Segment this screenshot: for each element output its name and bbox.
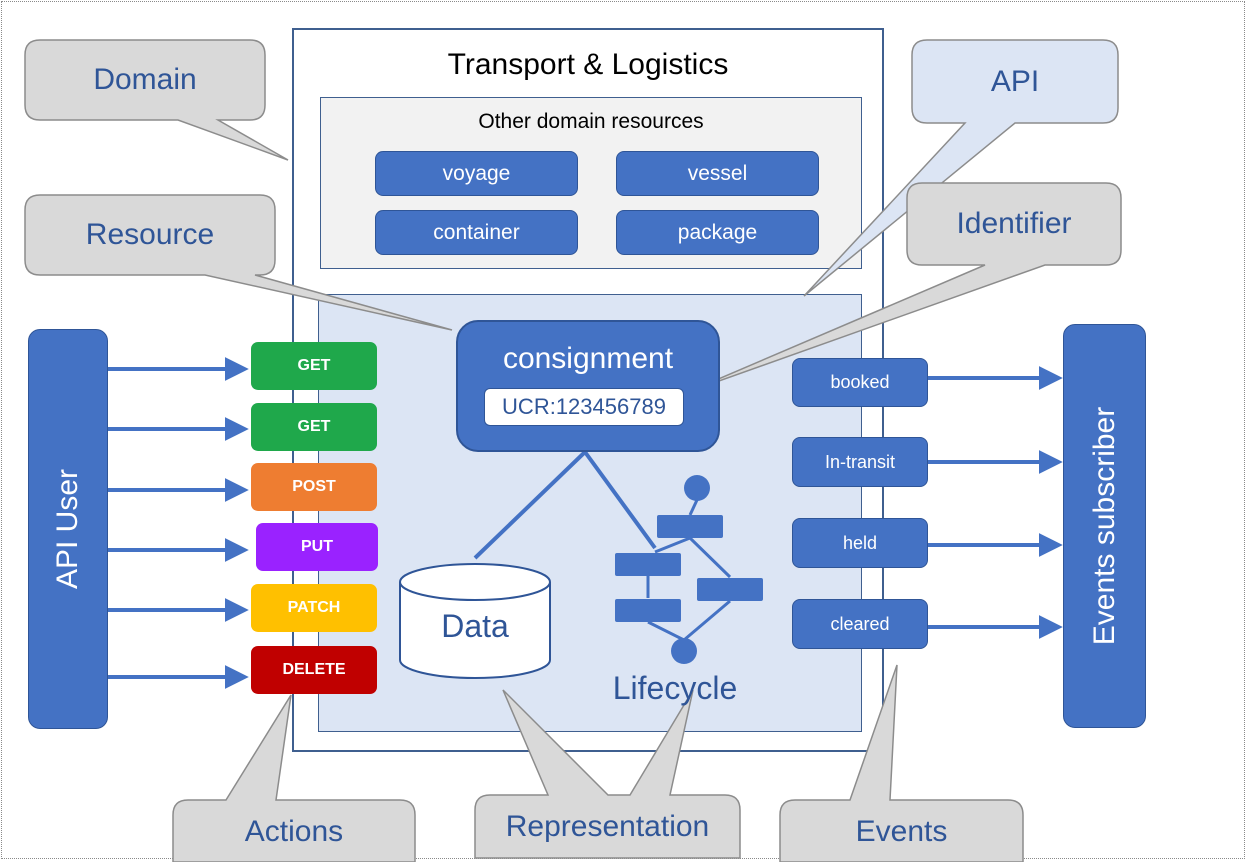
- event-in-transit[interactable]: In-transit: [792, 437, 928, 487]
- action-post-button[interactable]: POST: [251, 463, 377, 511]
- consignment-resource[interactable]: [456, 320, 720, 452]
- consignment-label: consignment: [502, 342, 674, 375]
- callout-events-label: Events: [855, 815, 948, 848]
- event-cleared[interactable]: cleared: [792, 599, 928, 649]
- other-resources-title: Other domain resources: [478, 110, 704, 133]
- action-get-button[interactable]: GET: [251, 342, 377, 390]
- action-get-button[interactable]: GET: [251, 403, 377, 451]
- connector-lifecycle: [583, 450, 657, 550]
- resource-chip-package[interactable]: package: [616, 210, 819, 255]
- event-booked[interactable]: booked: [792, 358, 928, 407]
- action-patch-button[interactable]: PATCH: [251, 584, 377, 632]
- lifecycle-label: Lifecycle: [612, 669, 738, 706]
- event-arrows: [928, 366, 1063, 639]
- identifier-field: UCR:123456789: [484, 388, 684, 426]
- callout-identifier-label: Identifier: [956, 207, 1072, 240]
- data-store-cylinder: [399, 563, 551, 679]
- action-delete-button[interactable]: DELETE: [251, 646, 377, 694]
- callout-domain: [24, 39, 289, 161]
- resource-chip-voyage[interactable]: voyage: [375, 151, 578, 196]
- callout-identifier: [687, 182, 1122, 393]
- events-subscriber-label: Events subscriber: [1087, 406, 1121, 646]
- callout-events: [779, 664, 1024, 862]
- action-put-button[interactable]: PUT: [256, 523, 378, 571]
- callout-domain-label: Domain: [93, 63, 197, 96]
- callout-actions: [172, 694, 416, 862]
- callout-resource: [24, 194, 453, 331]
- api-user-label: API User: [51, 468, 84, 590]
- data-label: Data: [441, 607, 509, 644]
- resource-chip-container[interactable]: container: [375, 210, 578, 255]
- callout-resource-label: Resource: [85, 218, 215, 251]
- api-user-bar[interactable]: API User: [28, 329, 108, 729]
- lifecycle-flow: [615, 475, 763, 664]
- callout-representation: [474, 689, 741, 859]
- callout-representation-label: Representation: [505, 810, 710, 843]
- resource-chip-vessel[interactable]: vessel: [616, 151, 819, 196]
- event-held[interactable]: held: [792, 518, 928, 568]
- action-arrows: [108, 357, 249, 689]
- callout-api-label: API: [990, 64, 1040, 98]
- connector-data: [473, 450, 587, 560]
- consignment-connectors: [473, 450, 657, 560]
- events-subscriber-bar[interactable]: Events subscriber: [1063, 324, 1146, 728]
- callout-actions-label: Actions: [244, 815, 344, 848]
- domain-title: Transport & Logistics: [447, 48, 729, 81]
